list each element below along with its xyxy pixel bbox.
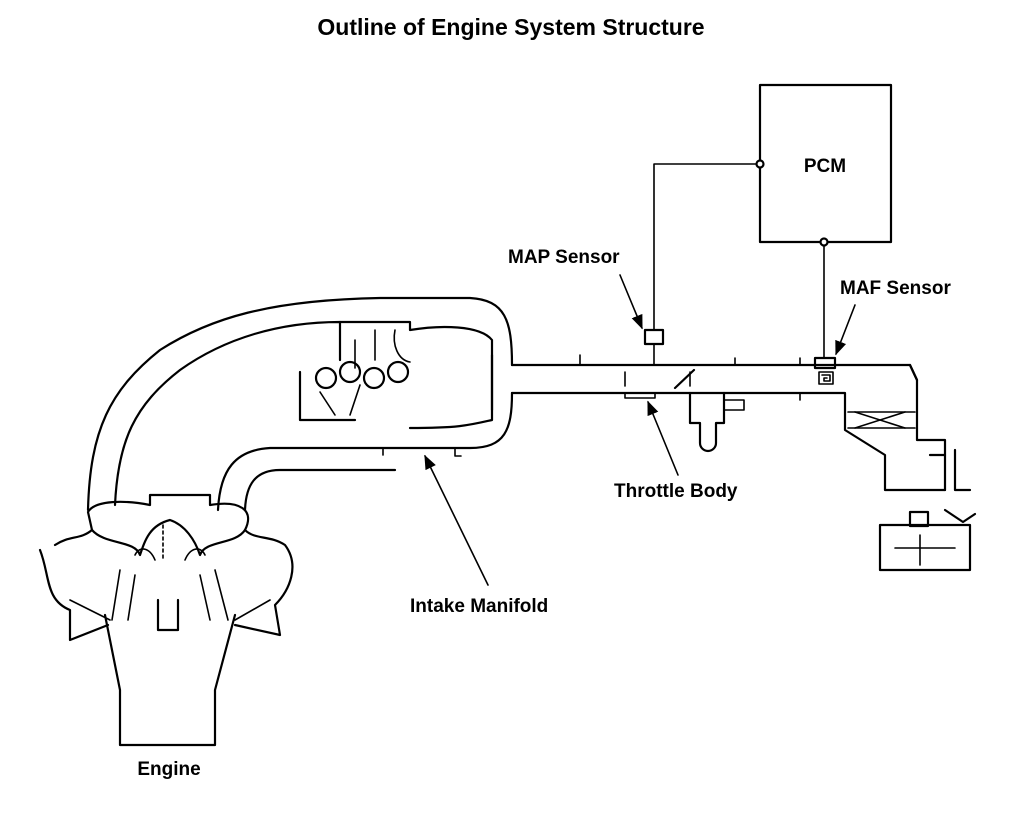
maf-sensor-label: MAF Sensor	[840, 278, 951, 299]
pcm-unit: PCM	[758, 83, 893, 244]
engine-part	[38, 493, 294, 747]
map-sensor	[643, 328, 665, 366]
intake-duct	[510, 354, 947, 492]
engine-label: Engine	[137, 759, 200, 780]
intake-manifold-label: Intake Manifold	[410, 596, 548, 617]
throttle-body-label: Throttle Body	[614, 481, 738, 502]
map-sensor-label: MAP Sensor	[508, 247, 620, 268]
leader-arrows	[424, 274, 856, 586]
intake-manifold-part	[86, 296, 514, 512]
throttle-body-part	[624, 368, 745, 453]
pcm-label: PCM	[804, 156, 846, 177]
air-cleaner-box	[847, 363, 977, 572]
maf-sensor	[813, 356, 837, 385]
diagram-title: Outline of Engine System Structure	[317, 14, 704, 40]
pcm-wiring	[653, 159, 829, 359]
